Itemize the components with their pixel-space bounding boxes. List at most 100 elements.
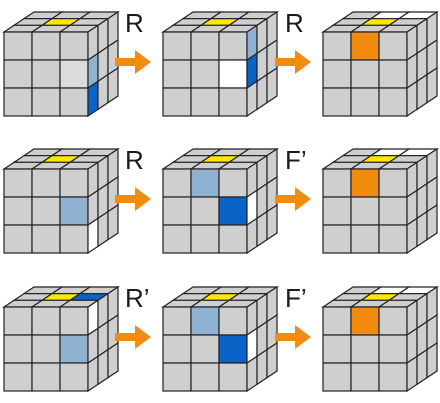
front-sticker — [3, 334, 33, 364]
front-sticker — [322, 59, 352, 89]
front-sticker — [218, 87, 248, 117]
front-sticker — [322, 31, 352, 61]
front-sticker — [59, 168, 89, 198]
front-sticker — [59, 362, 89, 392]
right-sticker — [107, 203, 119, 241]
front-sticker — [190, 224, 220, 254]
front-sticker — [162, 87, 192, 117]
right-sticker — [416, 348, 428, 386]
arrow-icon — [275, 187, 311, 211]
right-sticker — [266, 341, 278, 379]
front-sticker — [59, 59, 89, 89]
front-sticker — [350, 31, 380, 61]
right-sticker — [426, 341, 438, 379]
front-sticker — [322, 334, 352, 364]
front-sticker — [378, 334, 408, 364]
front-sticker — [59, 87, 89, 117]
right-sticker — [107, 66, 119, 104]
right-sticker — [416, 73, 428, 111]
arrow-icon — [275, 325, 311, 349]
front-sticker — [162, 168, 192, 198]
front-sticker — [190, 196, 220, 226]
front-sticker — [31, 334, 61, 364]
front-sticker — [162, 31, 192, 61]
move-label: R — [125, 8, 144, 38]
front-sticker — [378, 362, 408, 392]
front-sticker — [3, 59, 33, 89]
move-label: R — [125, 145, 144, 175]
right-sticker — [426, 203, 438, 241]
front-sticker — [350, 87, 380, 117]
front-sticker — [162, 306, 192, 336]
right-sticker — [256, 348, 268, 386]
front-sticker — [31, 306, 61, 336]
front-sticker — [218, 306, 248, 336]
arrow-icon — [115, 325, 151, 349]
front-sticker — [350, 168, 380, 198]
front-sticker — [3, 306, 33, 336]
right-sticker — [426, 66, 438, 104]
move-label: F’ — [285, 145, 307, 175]
cube — [321, 285, 439, 393]
right-sticker — [256, 210, 268, 248]
front-sticker — [218, 31, 248, 61]
front-sticker — [31, 59, 61, 89]
front-sticker — [350, 362, 380, 392]
front-sticker — [350, 59, 380, 89]
front-sticker — [322, 362, 352, 392]
front-sticker — [378, 31, 408, 61]
front-sticker — [350, 306, 380, 336]
right-sticker — [87, 355, 99, 393]
front-sticker — [190, 306, 220, 336]
front-sticker — [162, 59, 192, 89]
front-sticker — [190, 168, 220, 198]
front-sticker — [3, 224, 33, 254]
front-sticker — [218, 168, 248, 198]
front-sticker — [31, 31, 61, 61]
front-sticker — [378, 168, 408, 198]
front-sticker — [378, 196, 408, 226]
front-sticker — [59, 31, 89, 61]
move-label: R’ — [125, 283, 150, 313]
front-sticker — [59, 334, 89, 364]
arrow-icon — [275, 50, 311, 74]
right-sticker — [97, 348, 109, 386]
front-sticker — [190, 334, 220, 364]
front-sticker — [378, 87, 408, 117]
arrow-icon — [115, 187, 151, 211]
front-sticker — [162, 224, 192, 254]
front-sticker — [59, 224, 89, 254]
front-sticker — [3, 31, 33, 61]
right-sticker — [246, 217, 258, 255]
front-sticker — [322, 168, 352, 198]
front-sticker — [350, 334, 380, 364]
right-sticker — [266, 66, 278, 104]
right-sticker — [246, 80, 258, 118]
front-sticker — [378, 306, 408, 336]
cube — [321, 147, 439, 255]
front-sticker — [378, 224, 408, 254]
front-sticker — [3, 87, 33, 117]
cube — [2, 285, 120, 393]
front-sticker — [59, 306, 89, 336]
cube — [161, 285, 279, 393]
move-label: F’ — [285, 283, 307, 313]
front-sticker — [3, 196, 33, 226]
move-label: R — [285, 8, 304, 38]
arrow-icon — [115, 50, 151, 74]
move-row: R’ F’ — [2, 283, 439, 393]
right-sticker — [97, 73, 109, 111]
front-sticker — [31, 87, 61, 117]
front-sticker — [378, 59, 408, 89]
front-sticker — [190, 87, 220, 117]
front-sticker — [31, 362, 61, 392]
front-sticker — [218, 196, 248, 226]
cube — [161, 10, 279, 118]
right-sticker — [107, 341, 119, 379]
front-sticker — [162, 362, 192, 392]
cube — [161, 147, 279, 255]
right-sticker — [416, 210, 428, 248]
cube — [2, 147, 120, 255]
front-sticker — [31, 196, 61, 226]
